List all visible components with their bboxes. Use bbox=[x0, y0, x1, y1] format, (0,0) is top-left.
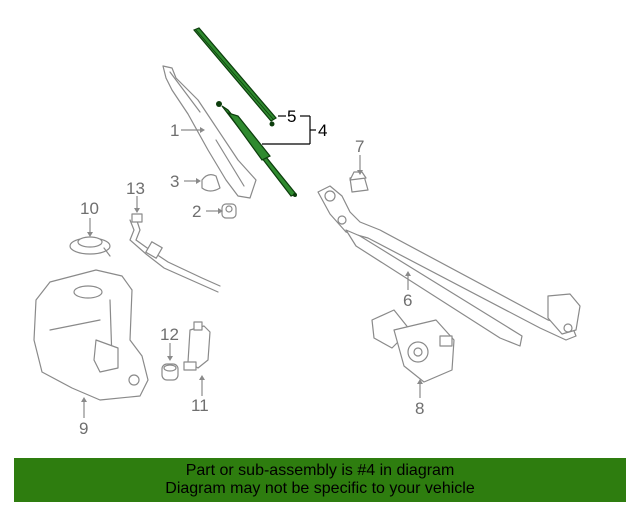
callout-13: 13 bbox=[126, 179, 145, 198]
callout-12: 12 bbox=[160, 325, 179, 344]
callout-4: 4 bbox=[318, 121, 327, 140]
wiper-linkage bbox=[317, 185, 581, 347]
banner-line-part: Part or sub-assembly is #4 in diagram bbox=[185, 462, 455, 479]
callout-8: 8 bbox=[415, 399, 424, 418]
wiper-blade bbox=[193, 27, 277, 127]
callout-10: 10 bbox=[80, 199, 99, 218]
banner-line-disclaimer: Diagram may not be specific to your vehi… bbox=[165, 480, 475, 497]
callout-2: 2 bbox=[192, 202, 201, 221]
arm-cap bbox=[201, 174, 221, 192]
arm-nut bbox=[221, 203, 237, 219]
callout-7: 7 bbox=[355, 137, 364, 156]
callout-1: 1 bbox=[170, 121, 179, 140]
callout-6: 6 bbox=[403, 291, 412, 310]
washer-tank bbox=[33, 269, 149, 401]
diagram-notice-banner: Part or sub-assembly is #4 in diagram Di… bbox=[14, 458, 626, 502]
callout-9: 9 bbox=[79, 419, 88, 438]
callout-5: 5 bbox=[287, 107, 296, 126]
wiper-blade-refill bbox=[216, 101, 297, 197]
washer-pump bbox=[183, 321, 211, 371]
washer-hose bbox=[129, 213, 221, 293]
parts-diagram: 1 2 3 4 5 6 7 8 9 10 11 12 13 bbox=[33, 27, 581, 438]
callout-11: 11 bbox=[191, 396, 209, 415]
pivot-cap bbox=[349, 171, 369, 193]
wiper-arm bbox=[162, 65, 257, 199]
leader-4-5-bracket bbox=[262, 115, 316, 145]
wiper-motor bbox=[371, 309, 455, 383]
callout-3: 3 bbox=[170, 172, 179, 191]
pump-grommet bbox=[161, 363, 179, 381]
washer-cap bbox=[69, 236, 111, 257]
